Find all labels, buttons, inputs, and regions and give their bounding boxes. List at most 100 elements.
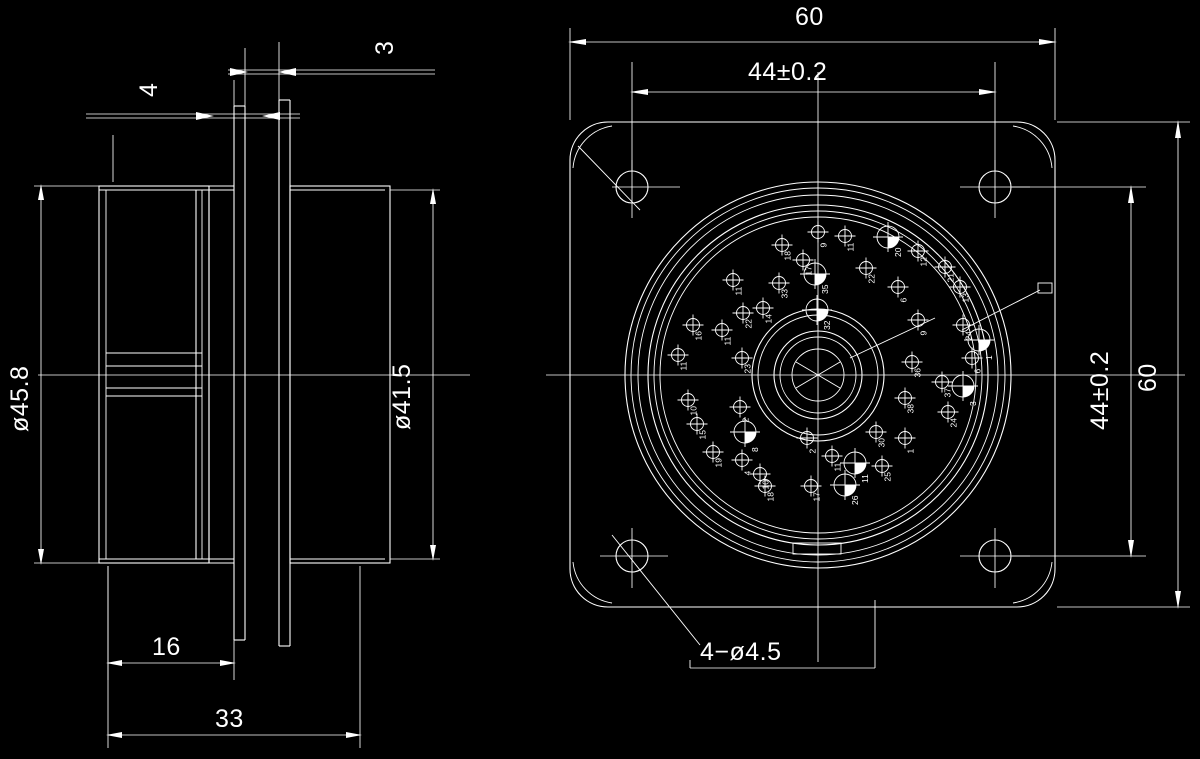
pin-number-label: 6 [899,298,909,303]
arrow-44v-bot [1128,540,1134,558]
pin-number-label: 12 [919,257,929,267]
corner-radius-arc-bl [572,561,613,604]
arrow-458-bot [38,549,44,565]
pin-quadrant-fill [845,485,856,496]
pin-number-label: 37 [943,388,953,398]
pin-marker [722,269,744,291]
arrow-415-top [430,188,436,204]
pin-number-label: 24 [964,331,974,341]
pin-number-label: 20 [893,247,903,257]
pin-number-label: 33 [780,289,790,299]
pin-number-label: 11 [846,242,856,251]
pin-marker [807,221,829,243]
pin-number-label: 23 [743,364,753,374]
arrow-44h-left [630,89,648,95]
pin-marker [894,427,916,449]
dim-rib-thickness: 3 [371,41,399,55]
pin-number-label: 17 [812,492,822,502]
arrow-33-right [346,732,362,738]
pin-marker [934,256,956,278]
callout-mounting-holes: 4−ø4.5 [700,638,782,666]
pin-number-label: 22 [867,274,877,284]
connector-insert-circle [647,204,989,546]
pin-marker [792,249,814,271]
pin-number-label: 16 [694,331,704,341]
pin-marker [800,475,822,497]
arrow-60v-top [1175,120,1181,138]
pin-number-label: 32 [822,320,832,330]
pin-marker [730,417,760,447]
dim-barrel-diameter: ø41.5 [388,364,416,430]
arrow-3-right [278,68,296,76]
connector-shell-circle [637,194,999,556]
hub-diag-2 [795,361,841,389]
pin-marker [796,427,818,449]
pin-marker [931,371,953,393]
pin-marker [732,302,754,324]
pin-number-label: 1 [906,449,916,454]
arrow-4-left [196,112,214,120]
corner-radius-arc-tl [572,125,613,169]
pin-number-label: 15 [698,430,708,440]
pin-quadrant-fill [815,274,826,285]
pin-number-label: 6 [973,369,983,374]
connector-outer-circle-2 [630,187,1006,563]
pin-marker [840,448,870,478]
pin-marker [802,295,832,325]
pin-marker [749,463,771,485]
dim-overall-length: 33 [215,705,244,733]
pin-marker [682,314,704,336]
pin-marker [949,276,971,298]
pin-number-label: 18 [783,251,793,261]
dim-flange-thickness: 4 [135,83,163,97]
pin-marker [821,445,843,467]
mounting-hole-bottom-right [978,539,1012,573]
pin-number-label: 10 [689,406,699,416]
pin-number-label: 36 [913,368,923,378]
dim-hole-pitch-vertical: 44±0.2 [1086,351,1114,430]
pin-number-label: 2 [741,418,751,423]
pin-marker [948,371,978,401]
pin-marker [667,344,689,366]
side-view-group: 4 3 ø45.8 ø41.5 16 3 [6,41,470,748]
arrow-60v-bot [1175,591,1181,609]
connector-pinfield-circle [659,216,977,534]
pin-marker [952,314,974,336]
arrow-33-left [106,732,122,738]
arrow-16-right [220,660,236,666]
pin-marker [830,470,860,500]
pin-marker [887,276,909,298]
pin-number-label: 22 [744,319,754,329]
pin-number-label: 1 [984,355,994,360]
pin-number-label: 14 [764,314,774,324]
arrow-60-left [568,39,586,45]
dim-plate-height: 60 [1134,363,1162,392]
arrow-3-left [230,68,248,76]
arrow-458-top [38,184,44,200]
arrow-415-bot [430,545,436,561]
pin-number-label: 2 [808,449,818,454]
pin-number-label: 25 [883,472,893,482]
arrow-44v-top [1128,185,1134,203]
pin-number-label: 8 [750,447,760,452]
pin-number-label: 11 [723,336,733,345]
pin-marker [865,421,887,443]
pin-number-label: 30 [877,438,887,448]
pin-marker [961,347,983,369]
dim-plate-width: 60 [795,3,824,31]
pin-marker [677,389,699,411]
pin-marker [754,475,776,497]
pin-number-label: 10 [761,480,771,490]
pin-number-label: 21 [946,273,956,283]
corner-radius-arc-br [1012,561,1053,604]
hub-mid-circle [773,330,863,420]
pin-marker [731,347,753,369]
pin-marker [871,455,893,477]
arrow-16-left [106,660,122,666]
dim-hole-pitch-horizontal: 44±0.2 [748,58,827,86]
pin-marker [964,325,994,355]
pin-number-label: 4 [743,471,753,476]
